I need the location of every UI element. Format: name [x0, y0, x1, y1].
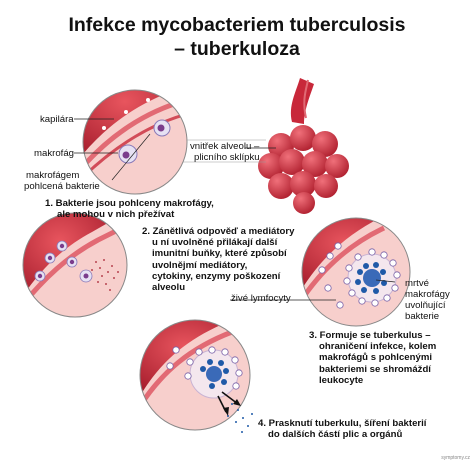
label-mrtve-4: bakterie — [405, 311, 440, 322]
alveolus-cluster — [258, 78, 349, 214]
zoom-circle-1 — [83, 90, 187, 194]
title-line-1: Infekce mycobacteriem tuberculosis — [68, 14, 406, 36]
ruptured-lymphocytes — [166, 346, 243, 390]
step-1-line-1: 1. Bakterie jsou pohlceny makrofágy, — [45, 198, 214, 209]
step-1: 1. Bakterie jsou pohlceny makrofágy, ale… — [45, 198, 214, 220]
step-4: 4. Prasknutí tuberkulu, šíření bakterií … — [258, 418, 426, 440]
label-makrofag: makrofág — [34, 148, 74, 159]
label-zive-lymfocyty: živé lymfocyty — [231, 293, 291, 304]
title-line-2: – tuberkuloza — [174, 38, 300, 60]
step-2-line-6: alveolu — [152, 282, 186, 294]
zoom-circle-4 — [140, 320, 250, 430]
label-makrofagem: makrofágem — [26, 170, 80, 181]
mediator-dots — [91, 259, 119, 291]
zoom-circle-3-border — [301, 217, 411, 327]
zoom-circle-2-border — [22, 212, 128, 318]
zoom-circle-3 — [302, 218, 410, 326]
ruptured-core — [200, 359, 229, 389]
step-2-line-4: uvolnějmí mediátory, — [152, 259, 248, 271]
step-4-line-2: do dalších částí plic a orgánů — [268, 429, 403, 441]
step-2-line-2: u ní uvolněné přilákají další — [152, 237, 278, 249]
step-1-line-2: ale mohou v nich přežívat — [57, 209, 175, 221]
macrophages-in-vessel — [34, 240, 93, 283]
label-mrtve-2: makrofágy — [405, 289, 450, 300]
zoom-guides — [183, 139, 266, 163]
label-pohlcena-bakterie: pohlcená bakterie — [24, 181, 100, 192]
zoom-circle-1-border — [82, 89, 188, 195]
label-kapilara: kapilára — [40, 114, 74, 125]
step-2-line-3: imunitní buňky, které způsobí — [152, 248, 287, 260]
macrophage-cell — [118, 144, 138, 164]
zoom-circle-2 — [23, 213, 127, 317]
step-3-line-4: bakteriemi se shromáždí — [319, 363, 431, 375]
spreading-bacteria — [227, 403, 253, 433]
step-2-line-1: 2. Zánětlivá odpověď a mediátory — [142, 226, 295, 237]
zoom-circle-4-border — [139, 319, 251, 431]
step-2-line-5: cytokiny, enzymy poškození — [152, 270, 281, 282]
step-4-line-1: 4. Prasknutí tuberkulu, šíření bakterií — [258, 418, 427, 429]
spread-arrows — [217, 391, 241, 416]
label-mrtve-3: uvolňující — [405, 300, 446, 311]
label-plicniho-sklipku: plicního sklípku — [194, 152, 260, 163]
macrophage-with-bacteria — [153, 119, 171, 137]
label-vnitrek-alveolu: vnitřek alveolu – — [190, 141, 260, 152]
step-3-line-3: makrofágů s pohlcenými — [319, 352, 433, 364]
step-3-line-2: ohraničení infekce, kolem — [319, 341, 437, 353]
step-2: 2. Zánětlivá odpověď a mediátory u ní uv… — [142, 226, 294, 293]
watermark: symptomy.cz — [441, 455, 470, 461]
step-3: 3. Formuje se tuberkulus – ohraničení in… — [309, 330, 436, 386]
connector-lines — [74, 118, 396, 301]
step-3-line-5: leukocyte — [319, 374, 364, 386]
label-mrtve-1: mrtvé — [405, 278, 429, 289]
step-3-line-1: 3. Formuje se tuberkulus – — [309, 330, 431, 341]
tubercle-core — [355, 262, 387, 294]
lymphocyte-ring — [318, 242, 401, 309]
